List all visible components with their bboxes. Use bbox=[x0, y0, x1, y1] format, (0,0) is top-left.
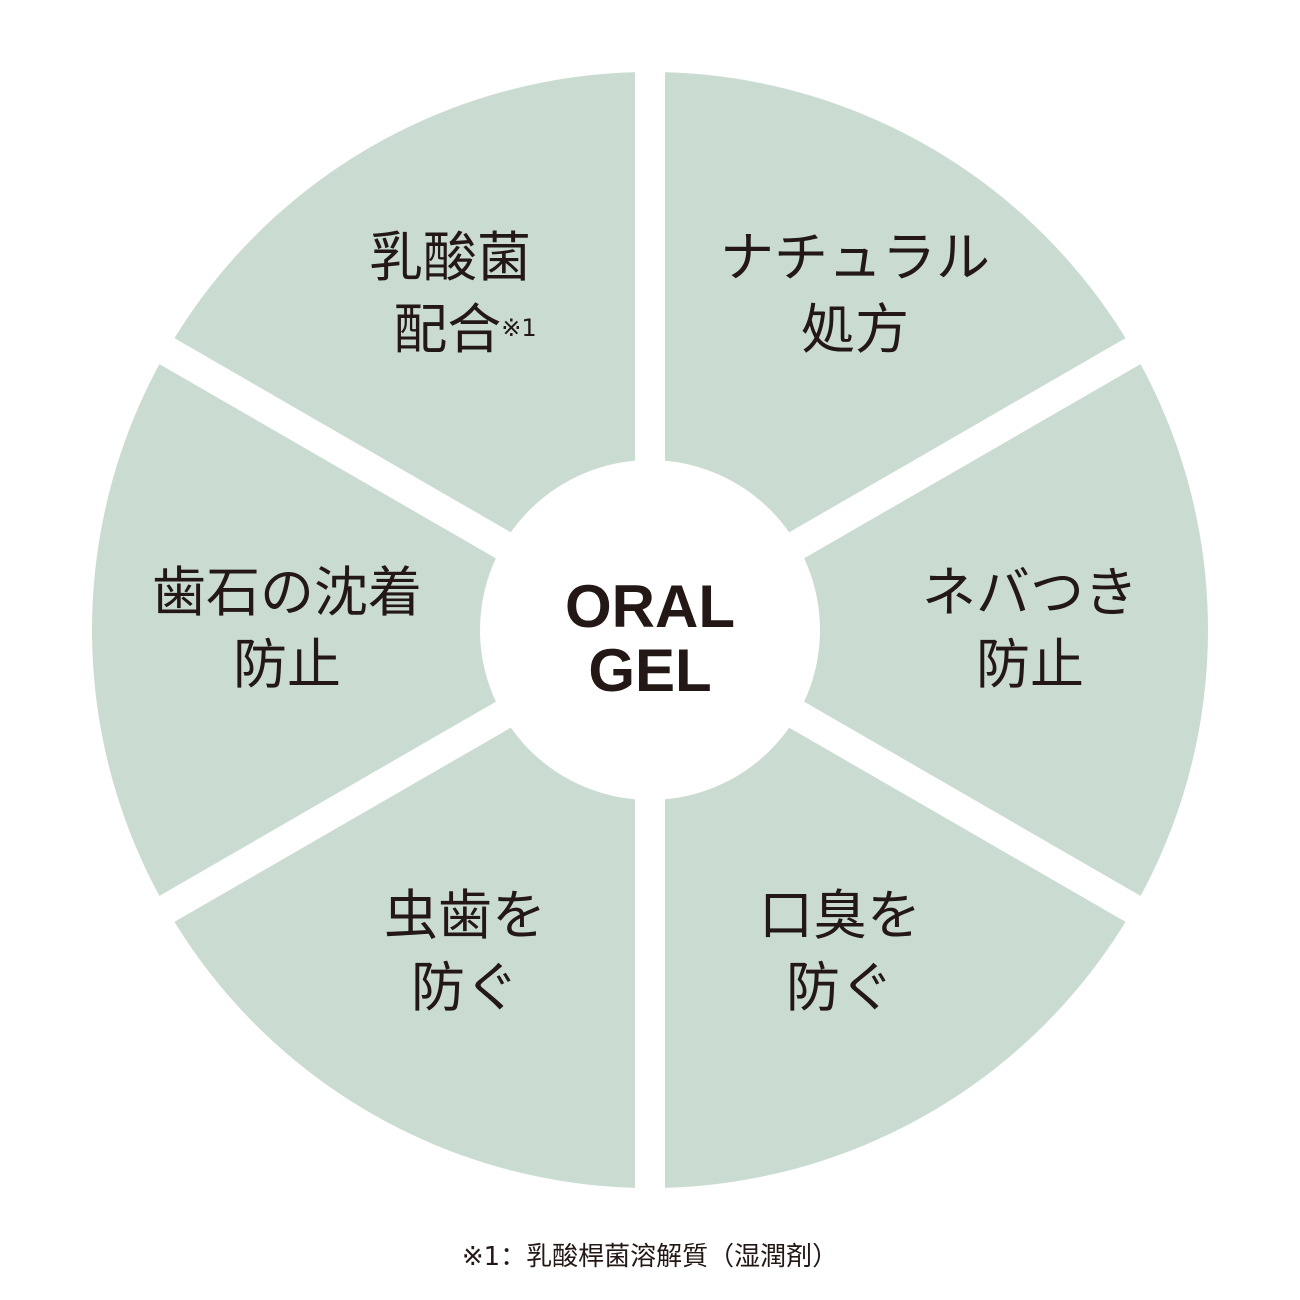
segment-lactic-acid: 乳酸菌 配合※1 bbox=[250, 222, 650, 366]
segment-natural: ナチュラル 処方 bbox=[655, 222, 1055, 366]
center-line1: ORAL bbox=[565, 573, 735, 640]
footnote: ※1：乳酸桿菌溶解質（湿潤剤） bbox=[461, 1242, 839, 1272]
segment-line2: 防止 bbox=[976, 633, 1084, 696]
segment-line1: ネバつき bbox=[922, 561, 1138, 624]
segment-line1: 歯石の沈着 bbox=[152, 561, 422, 624]
center-line2: GEL bbox=[588, 637, 712, 704]
segment-line2: 防ぐ bbox=[411, 956, 519, 1019]
segment-bad-breath: 口臭を 防ぐ bbox=[640, 880, 1040, 1024]
segment-stickiness: ネバつき 防止 bbox=[830, 557, 1230, 701]
segment-line1: 口臭を bbox=[759, 884, 921, 947]
segment-line2: 防止 bbox=[233, 633, 341, 696]
segment-tartar: 歯石の沈着 防止 bbox=[87, 557, 487, 701]
segment-line1: 虫歯を bbox=[384, 884, 546, 947]
segment-line1: 乳酸菌 bbox=[369, 226, 531, 289]
footnote-marker: ※1 bbox=[501, 314, 537, 342]
segment-line2: 処方 bbox=[801, 298, 909, 361]
center-circle bbox=[480, 460, 820, 800]
segment-line2: 配合 bbox=[393, 298, 502, 361]
segment-line1: ナチュラル bbox=[720, 226, 990, 289]
segment-line2: 防ぐ bbox=[786, 956, 894, 1019]
center-title: ORAL GEL bbox=[500, 575, 800, 703]
segment-cavities: 虫歯を 防ぐ bbox=[265, 880, 665, 1024]
